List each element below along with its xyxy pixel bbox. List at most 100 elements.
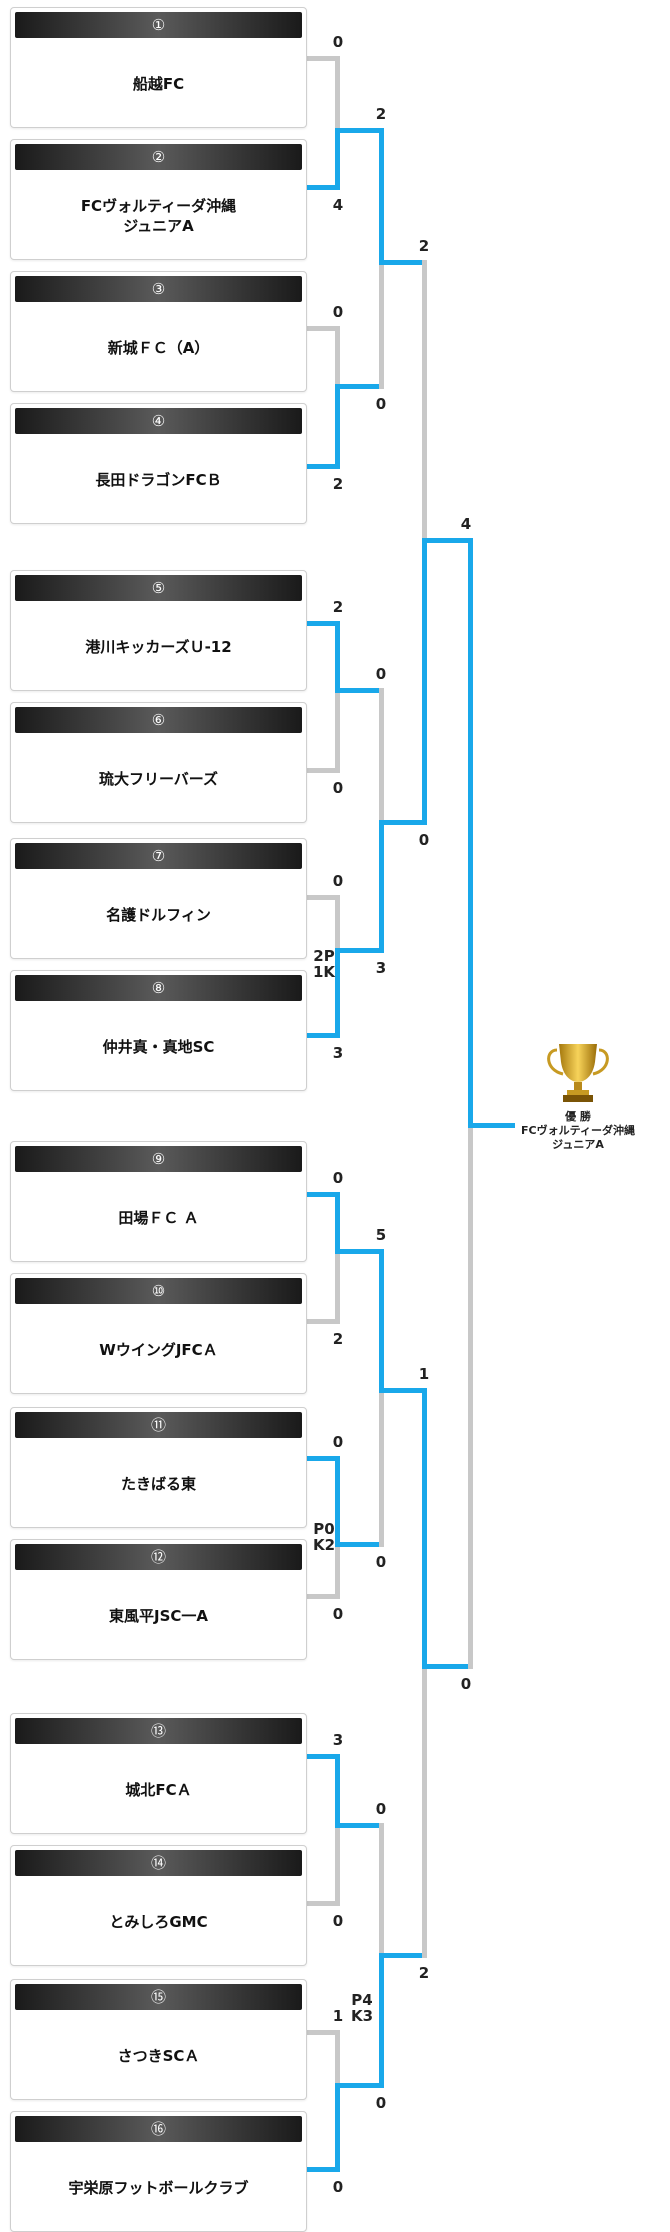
team-name: とみしろGMC xyxy=(109,1912,208,1931)
bracket-line xyxy=(334,1822,340,1906)
score-label: 2 xyxy=(332,1330,344,1348)
bracket-line xyxy=(307,1900,340,1906)
bracket-line xyxy=(470,1122,515,1128)
team-seed: ⑭ xyxy=(15,1850,302,1876)
bracket-line xyxy=(334,1541,340,1599)
bracket-line xyxy=(421,537,427,825)
team-name: 琉大フリーバーズ xyxy=(98,769,219,788)
champion-team: FCヴォルティーダ沖縄 ジュニアA xyxy=(521,1124,635,1151)
score-label: 0 xyxy=(418,831,430,849)
score-label: 0 xyxy=(332,2178,344,2196)
score-label: 0 xyxy=(332,1605,344,1623)
team-name: 名護ドルフィン xyxy=(106,905,211,924)
bracket-line xyxy=(307,55,340,61)
team-seed: ⑬ xyxy=(15,1718,302,1744)
bracket-line xyxy=(424,1663,473,1669)
bracket-line xyxy=(424,537,473,543)
team-seed: ③ xyxy=(15,276,302,302)
score-label: 4 xyxy=(332,196,344,214)
bracket-line xyxy=(307,2029,340,2035)
bracket-line xyxy=(378,819,384,953)
score-label: 0 xyxy=(375,665,387,683)
bracket-line xyxy=(334,1753,340,1828)
bracket-line xyxy=(337,2082,384,2088)
score-label: 3 xyxy=(332,1731,344,1749)
team-name: FCヴォルティーダ沖縄 ジュニアA xyxy=(80,196,237,235)
score-label: 0 xyxy=(375,395,387,413)
team-seed: ⑥ xyxy=(15,707,302,733)
bracket-line xyxy=(307,1191,340,1197)
bracket-line xyxy=(334,1191,340,1254)
bracket-line xyxy=(337,1822,384,1828)
score-label: 3 xyxy=(375,959,387,977)
team-name: さつきSCＡ xyxy=(117,2046,200,2065)
score-label: 0 xyxy=(332,1169,344,1187)
bracket-line xyxy=(307,1455,340,1461)
bracket-line xyxy=(421,259,427,543)
team-name: たきばる東 xyxy=(120,1474,196,1493)
bracket-line xyxy=(421,1663,427,1958)
bracket-line xyxy=(378,259,384,389)
score-label: 2 xyxy=(418,237,430,255)
score-label: 3 xyxy=(332,1044,344,1062)
score-label: 1 xyxy=(332,2007,344,2025)
score-label: 2 xyxy=(332,598,344,616)
score-label: 0 xyxy=(332,872,344,890)
score-label: P0 K2 xyxy=(312,1520,336,1554)
team-card: ⑪ たきばる東 xyxy=(10,1407,307,1528)
bracket-line xyxy=(381,259,427,265)
bracket-line xyxy=(334,55,340,133)
bracket-line xyxy=(334,894,340,953)
bracket-line xyxy=(337,947,384,953)
team-card: ⑥ 琉大フリーバーズ xyxy=(10,702,307,823)
trophy-icon xyxy=(547,1044,609,1102)
bracket-line xyxy=(334,620,340,693)
team-name: 城北FCＡ xyxy=(125,1780,192,1799)
bracket-line xyxy=(307,463,340,469)
team-name: 港川キッカーズＵ-12 xyxy=(85,637,232,656)
score-label: 2 xyxy=(418,1964,430,1982)
team-card: ⑬ 城北FCＡ xyxy=(10,1713,307,1834)
champion-panel: 優 勝 FCヴォルティーダ沖縄 ジュニアA xyxy=(518,1040,638,1152)
bracket-line xyxy=(307,767,340,773)
team-seed: ② xyxy=(15,144,302,170)
bracket-line xyxy=(337,127,384,133)
bracket-line xyxy=(378,1387,384,1547)
team-seed: ⑧ xyxy=(15,975,302,1001)
bracket-line xyxy=(307,1593,340,1599)
bracket-line xyxy=(421,1387,427,1669)
score-label: 0 xyxy=(332,33,344,51)
bracket-line xyxy=(307,1318,340,1324)
bracket-line xyxy=(381,819,427,825)
bracket-line xyxy=(334,687,340,773)
team-card: ② FCヴォルティーダ沖縄 ジュニアA xyxy=(10,139,307,260)
score-label: 1 xyxy=(418,1365,430,1383)
team-name: 長田ドラゴンFCＢ xyxy=(95,470,222,489)
team-seed: ⑫ xyxy=(15,1544,302,1570)
bracket-line xyxy=(307,1753,340,1759)
score-label: 0 xyxy=(375,1553,387,1571)
bracket-line xyxy=(378,127,384,265)
bracket-line xyxy=(307,894,340,900)
bracket-line xyxy=(307,325,340,331)
team-name: 船越FC xyxy=(132,74,185,93)
bracket-line xyxy=(334,2082,340,2172)
score-label: 4 xyxy=(460,515,472,533)
score-label: 2 xyxy=(332,475,344,493)
bracket-line xyxy=(467,1122,473,1669)
team-seed: ⑪ xyxy=(15,1412,302,1438)
score-label: 0 xyxy=(332,1912,344,1930)
team-name: 新城ＦＣ（A） xyxy=(107,338,210,357)
bracket-line xyxy=(337,383,384,389)
bracket-line xyxy=(334,127,340,190)
bracket-line xyxy=(337,1541,384,1547)
team-seed: ⑮ xyxy=(15,1984,302,2010)
